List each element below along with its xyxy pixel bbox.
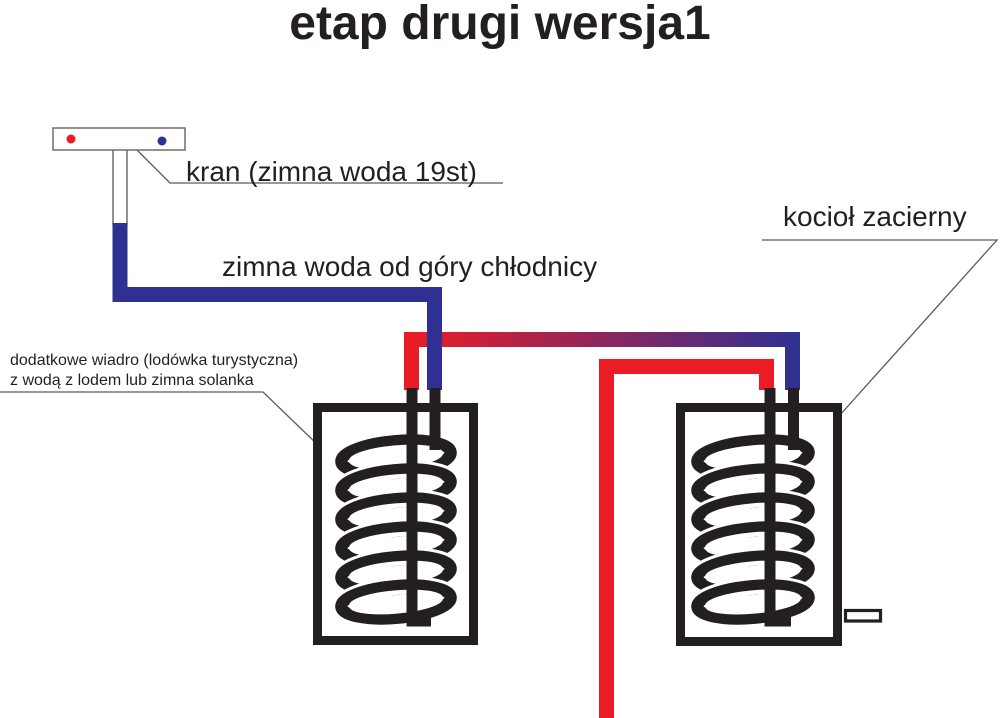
coil-highlight	[704, 589, 802, 615]
left-coil-center-pipe	[406, 388, 431, 627]
hot-dot-icon	[66, 134, 76, 144]
page-title: etap drugi wersja1	[289, 0, 711, 50]
faucet-outlet-pipe	[112, 148, 128, 225]
cold-water-label: zimna woda od góry chłodnicy	[222, 251, 598, 282]
kettle-label: kocioł zacierny	[783, 201, 967, 232]
faucet-body	[52, 127, 186, 151]
coil-loop	[335, 579, 457, 625]
kettle-spigot	[843, 608, 883, 623]
cooling-coil-right	[688, 431, 818, 628]
faucet-callout-line	[136, 149, 503, 184]
hot-wort-pipe	[599, 359, 774, 718]
faucet-label: kran (zimna woda 19st)	[186, 156, 478, 187]
transfer-pipe-hot-to-cold	[404, 332, 800, 390]
cold-dot-icon	[157, 136, 167, 146]
faucet	[52, 127, 186, 225]
bucket-label-line2: z wodą z lodem lub zimna solanka	[10, 372, 254, 389]
coil-loop	[691, 579, 815, 625]
cold-water-pipe	[112, 223, 442, 390]
bucket-label: dodatkowe wiadro (lodówka turystyczna) z…	[10, 351, 298, 391]
coil-highlight	[348, 589, 444, 615]
bucket-callout-line	[0, 391, 319, 446]
cooling-coil-left	[332, 431, 460, 628]
bucket-label-line1: dodatkowe wiadro (lodówka turystyczna)	[10, 352, 299, 369]
kettle-callout-line	[762, 239, 999, 436]
right-coil-center-pipe	[764, 388, 791, 627]
